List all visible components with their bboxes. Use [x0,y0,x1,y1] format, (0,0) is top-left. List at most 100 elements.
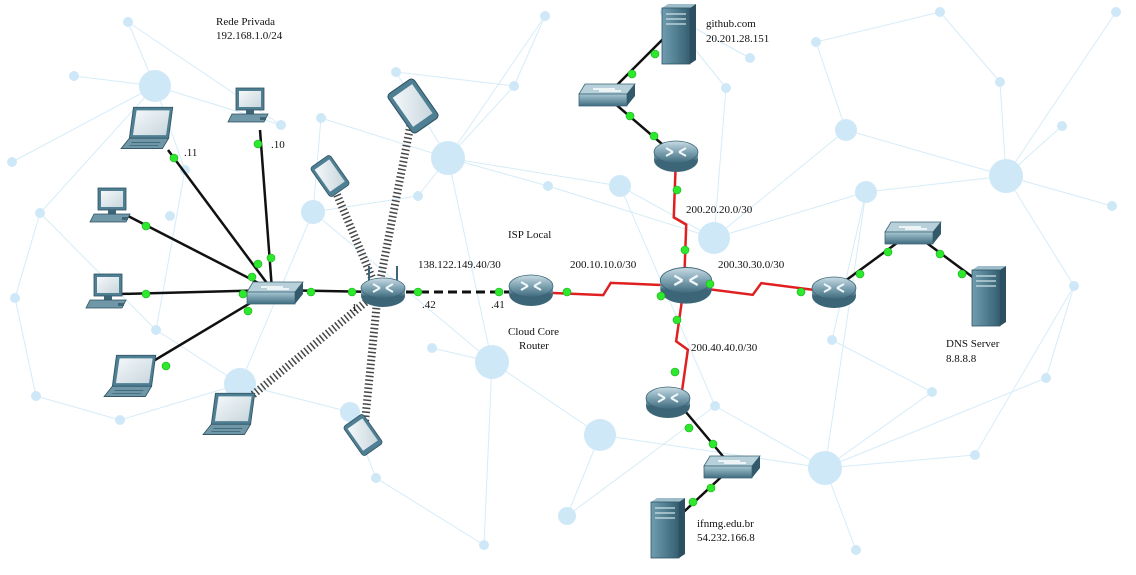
ip-41-label: .41 [491,299,505,311]
port-indicator [670,367,680,377]
private-network-subnet-label: 192.168.1.0/24 [216,30,283,42]
background-edge [35,395,121,421]
background-node [710,401,720,411]
background-node [970,450,980,460]
background-edge [1005,11,1117,177]
background-edge [815,41,847,131]
port-indicators [141,49,967,507]
background-node [827,335,837,345]
background-node [139,70,171,102]
background-node [479,540,489,550]
wireless-link [229,288,381,416]
background-node [811,37,821,47]
background-node [609,175,631,197]
background-edge [824,191,867,469]
port-indicator [243,306,253,316]
github-name-label: github.com [706,18,756,30]
background-edge [119,383,241,421]
background-edge [312,195,419,213]
pc-icon [85,273,127,309]
port-indicator [649,131,659,141]
background-edge [395,71,515,87]
port-indicator [672,315,682,325]
background-edge [1045,285,1075,379]
port-indicator [680,245,690,255]
router-icon [653,140,699,173]
port-indicator [247,272,257,282]
background-edge [39,212,157,331]
port-indicator [494,287,504,297]
port-indicator [650,49,660,59]
background-edge [831,191,867,341]
background-edge [14,212,41,299]
background-edge [447,157,549,187]
background-node [371,473,381,483]
background-node [1111,7,1121,17]
background-node [224,368,256,400]
background-edge [491,361,601,436]
background-node [31,391,41,401]
background-edge [713,129,847,239]
router-icon [508,274,554,307]
port-indicator [266,253,276,263]
background-edge [447,157,621,187]
ethernet-link [258,129,274,291]
serial-link [674,285,690,406]
background-node [927,387,937,397]
background-node [35,208,45,218]
isp-local-label: ISP Local [508,229,551,241]
background-edge [824,391,933,469]
port-indicator [562,287,572,297]
core-router-label-line2: Router [519,340,549,352]
background-node [431,141,465,175]
background-node [851,545,861,555]
background-node [7,157,17,167]
background-edge [239,383,351,413]
background-node [427,343,437,353]
background-node [276,120,286,130]
ifnmg-ip-label: 54.232.166.8 [697,532,755,544]
port-indicator [672,185,682,195]
background-edge [831,339,933,393]
background-node [69,71,79,81]
port-indicator [957,269,967,279]
wan-link-label: 138.122.149.40/30 [418,259,501,271]
router-icon [645,386,691,419]
ip-1-label: .1 [349,302,357,314]
serial-link [683,281,831,297]
background-node [1107,201,1117,211]
wireless-link [374,101,419,293]
port-indicator [347,287,357,297]
background-edge [845,129,1007,177]
dns-server-ip-label: 8.8.8.8 [946,353,977,365]
background-node [1069,281,1079,291]
background-edge [447,15,546,159]
background-edge [11,85,156,163]
port-indicator [796,287,806,297]
background-node [745,53,755,63]
host-10-label: .10 [271,139,285,151]
background-node [989,159,1023,193]
server-icon [971,265,1007,327]
tablet-icon [385,76,441,136]
background-edge [619,185,715,239]
laptop-icon [103,354,157,398]
background-node [1041,373,1051,383]
serial-link [672,155,688,287]
port-indicator [656,291,666,301]
background-edge [375,477,485,546]
port-indicator [169,153,179,163]
dns-server-name-label: DNS Server [946,338,1000,350]
port-indicator [684,423,694,433]
ethernet-link [166,149,274,291]
background-node [475,345,509,379]
port-indicator [413,287,423,297]
background-node [935,7,945,17]
background-node [558,507,576,525]
background-node [509,81,519,91]
background-node [316,113,326,123]
background-node [540,11,550,21]
server-icon [661,3,697,65]
background-edge [155,329,241,385]
